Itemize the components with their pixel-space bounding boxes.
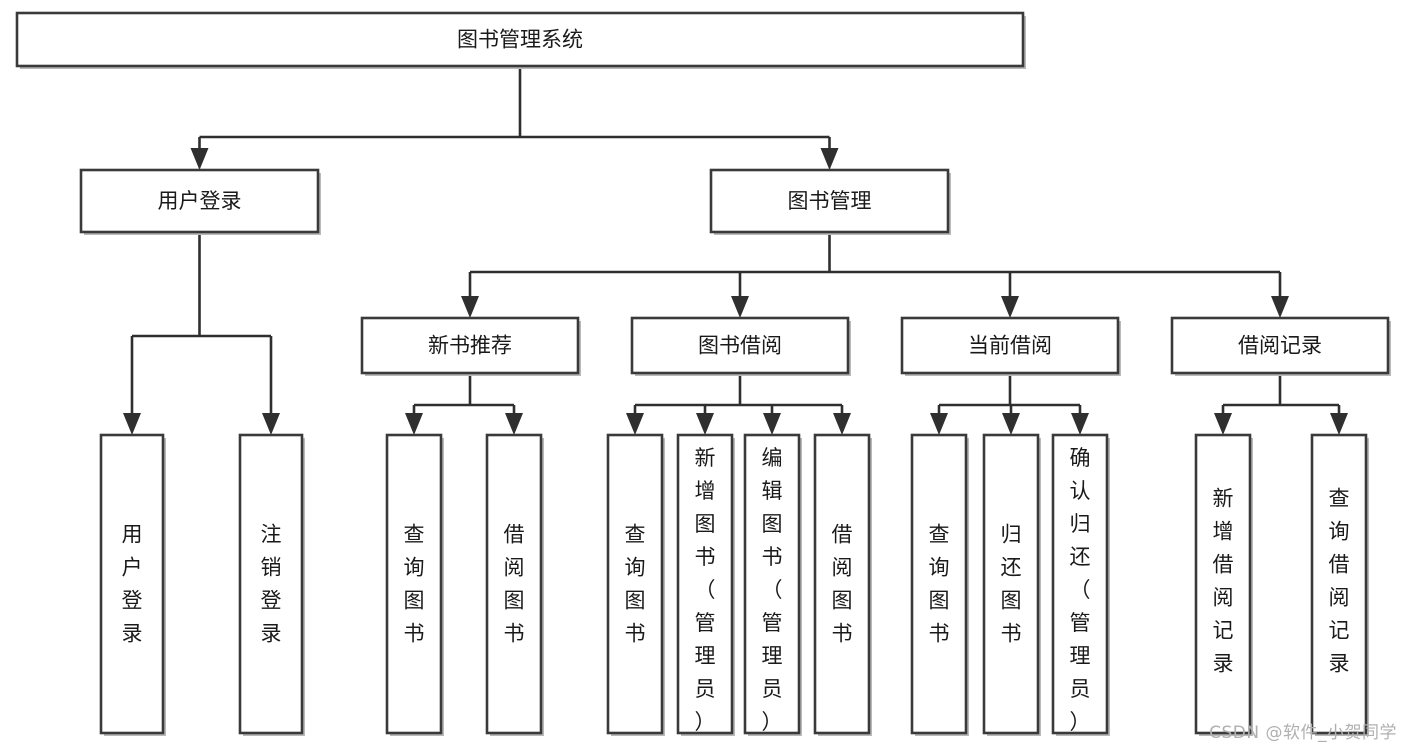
node-label: 用户登录 — [122, 523, 143, 646]
node-label: 新书推荐 — [428, 334, 512, 358]
level1-node-book-management[interactable]: 图书管理 — [709, 168, 951, 235]
arrow-head — [731, 296, 749, 318]
arrow-head — [1330, 413, 1348, 435]
root-node-book-management-system[interactable]: 图书管理系统 — [15, 11, 1026, 69]
leaf-node-current-borrow-8[interactable]: 查询图书 — [910, 433, 969, 736]
box-outline — [1194, 433, 1252, 735]
node-label: 图书管理 — [788, 189, 872, 213]
node-label: 借阅记录 — [1238, 334, 1322, 358]
node-label: 归还图书 — [1001, 523, 1022, 646]
node-label: 新增图书（管理员） — [695, 446, 716, 734]
level2-node-current-borrow[interactable]: 当前借阅 — [900, 316, 1121, 376]
arrow-head — [1271, 296, 1289, 318]
arrow-head — [930, 413, 948, 435]
node-label: 查询图书 — [404, 523, 425, 646]
leaf-node-new-book-2[interactable]: 查询图书 — [385, 433, 444, 736]
node-label: 借阅图书 — [504, 523, 525, 646]
node-label: 查询图书 — [625, 523, 646, 646]
node-label: 当前借阅 — [968, 334, 1052, 358]
arrow-head — [1071, 413, 1089, 435]
arrow-head — [763, 413, 781, 435]
box-outline — [1170, 316, 1390, 375]
box-outline — [485, 433, 543, 735]
node-label: 注销登录 — [261, 523, 282, 646]
box-outline — [99, 433, 165, 735]
arrow-head — [696, 413, 714, 435]
arrow-head — [626, 413, 644, 435]
arrow-head — [1002, 413, 1020, 435]
arrow-head — [461, 296, 479, 318]
node-label: 查询借阅记录 — [1329, 487, 1350, 676]
arrow-head — [190, 148, 209, 170]
box-outline — [900, 316, 1120, 375]
level2-node-new-book-recommend[interactable]: 新书推荐 — [360, 316, 581, 376]
leaf-node-new-book-3[interactable]: 借阅图书 — [485, 433, 544, 736]
arrow-head — [405, 413, 423, 435]
node-label: 图书借阅 — [698, 334, 782, 358]
connector-branch — [190, 66, 839, 170]
node-label: 新增借阅记录 — [1213, 487, 1234, 676]
node-label: 图书管理系统 — [457, 28, 583, 52]
leaf-node-borrow-5[interactable]: 新增图书（管理员） — [676, 433, 735, 736]
box-outline — [79, 168, 320, 234]
leaf-node-borrow-4[interactable]: 查询图书 — [606, 433, 665, 736]
box-outline — [910, 433, 968, 735]
node-label: 借阅图书 — [832, 523, 853, 646]
leaf-node-borrow-6[interactable]: 编辑图书（管理员） — [743, 433, 802, 736]
arrow-head — [505, 413, 523, 435]
leaf-node-user-login-0[interactable]: 用户登录 — [99, 433, 166, 736]
node-label: 确认归还（管理员） — [1070, 446, 1091, 734]
connector-lines — [123, 66, 1348, 435]
arrow-head — [123, 413, 141, 435]
arrow-head — [262, 413, 280, 435]
connector-branch — [461, 232, 1289, 318]
box-outline — [1051, 433, 1109, 735]
box-outline — [360, 316, 580, 375]
connector-branch — [405, 373, 523, 435]
box-outline — [630, 316, 850, 375]
node-label: 查询图书 — [929, 523, 950, 646]
leaf-node-borrow-record-11[interactable]: 新增借阅记录 — [1194, 433, 1253, 736]
box-outline — [15, 11, 1025, 68]
arrow-head — [820, 148, 839, 170]
connector-branch — [123, 232, 280, 435]
connector-branch — [1214, 373, 1348, 435]
node-label: 用户登录 — [158, 189, 242, 213]
box-outline — [1310, 433, 1368, 735]
box-outline — [709, 168, 950, 234]
node-label: 编辑图书（管理员） — [762, 446, 783, 734]
box-outline — [676, 433, 734, 735]
box-outline — [606, 433, 664, 735]
level2-node-borrow-record[interactable]: 借阅记录 — [1170, 316, 1391, 376]
arrow-head — [1001, 296, 1019, 318]
level2-node-book-borrow[interactable]: 图书借阅 — [630, 316, 851, 376]
connector-branch — [626, 373, 851, 435]
box-outline — [813, 433, 871, 735]
leaf-node-borrow-record-12[interactable]: 查询借阅记录 — [1310, 433, 1369, 736]
level1-node-user-login[interactable]: 用户登录 — [79, 168, 321, 235]
node-boxes: 图书管理系统用户登录图书管理新书推荐图书借阅当前借阅借阅记录用户登录注销登录查询… — [15, 11, 1391, 736]
box-outline — [238, 433, 304, 735]
arrow-head — [1214, 413, 1232, 435]
leaf-node-current-borrow-9[interactable]: 归还图书 — [982, 433, 1041, 736]
box-outline — [385, 433, 443, 735]
leaf-node-user-login-1[interactable]: 注销登录 — [238, 433, 305, 736]
box-outline — [743, 433, 801, 735]
leaf-node-borrow-7[interactable]: 借阅图书 — [813, 433, 872, 736]
box-outline — [982, 433, 1040, 735]
leaf-node-current-borrow-10[interactable]: 确认归还（管理员） — [1051, 433, 1110, 736]
arrow-head — [833, 413, 851, 435]
connector-branch — [930, 373, 1089, 435]
